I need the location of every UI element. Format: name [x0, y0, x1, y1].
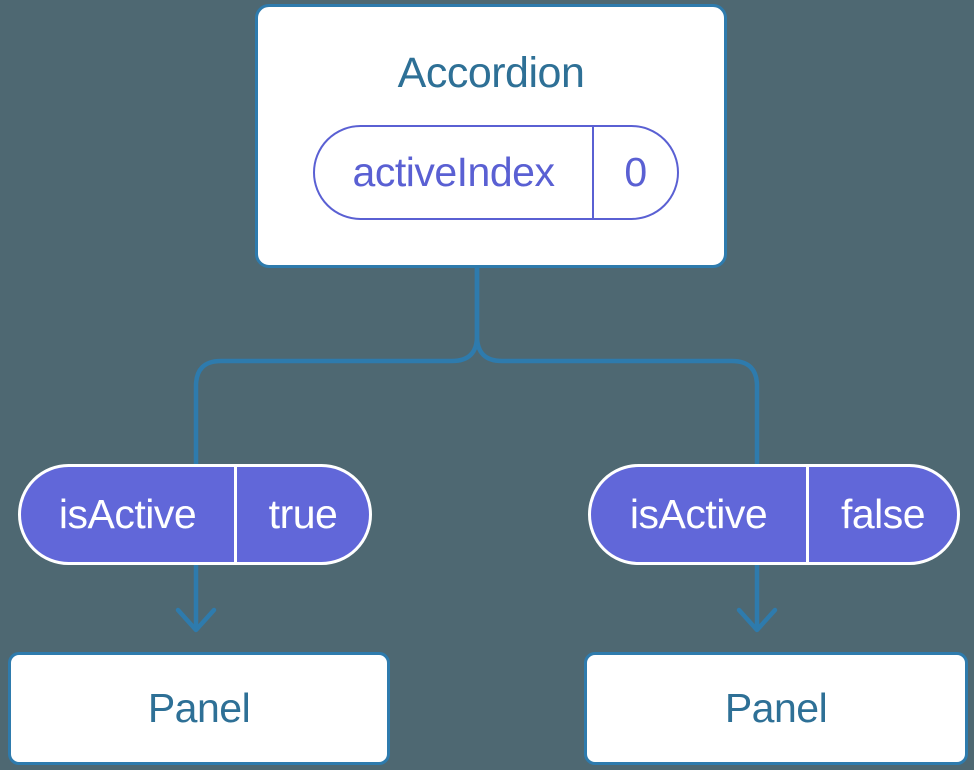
state-pill-name: activeIndex [315, 127, 594, 218]
prop-pill-value: false [840, 491, 926, 537]
panel-node-left: Panel [8, 652, 390, 765]
accordion-node-title: Accordion [397, 49, 585, 97]
connector-left-branch [193, 263, 480, 629]
prop-pill-name: isActive [21, 467, 237, 562]
accordion-node: Accordion activeIndex 0 [255, 4, 727, 268]
prop-pill-name: isActive [591, 467, 809, 562]
prop-pill-isactive-true: isActive true [18, 464, 372, 565]
arrowhead-right-icon [736, 607, 778, 633]
prop-pill-value: true [268, 491, 338, 537]
state-pill-value: 0 [624, 149, 647, 195]
prop-pill-isactive-false: isActive false [588, 464, 960, 565]
arrowhead-left-icon [175, 607, 217, 633]
connector-right-branch [474, 263, 760, 629]
state-pill-activeindex: activeIndex 0 [313, 125, 679, 220]
panel-node-right: Panel [584, 652, 968, 765]
